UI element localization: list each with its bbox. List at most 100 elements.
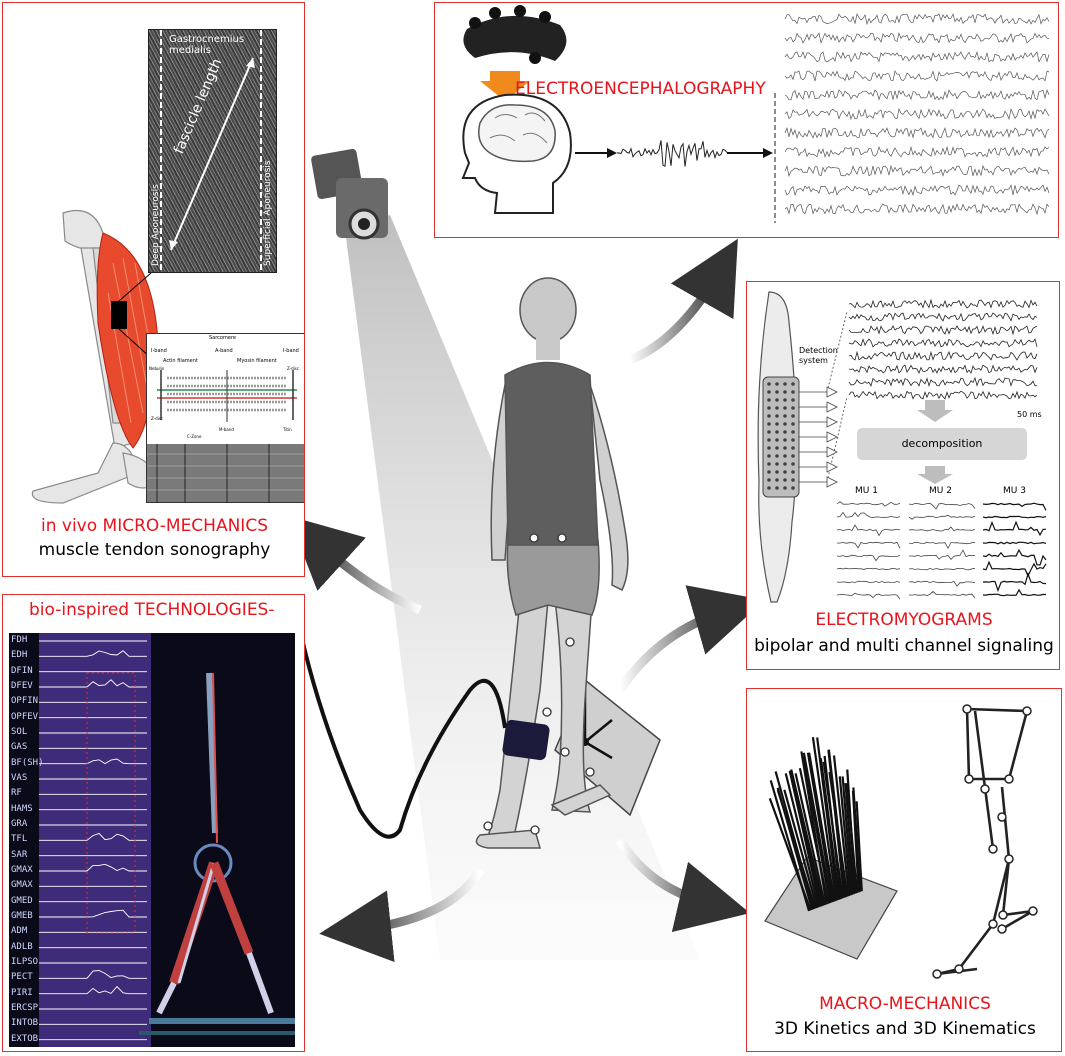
- activation-trace: [39, 970, 147, 979]
- electrode-dot: [791, 382, 795, 386]
- muscle-label: ADLB: [11, 941, 33, 952]
- electrode-dot: [791, 406, 795, 410]
- motor-unit-trace: [982, 502, 1047, 511]
- activation-trace: [39, 832, 147, 841]
- muscle-label: ILPSO: [11, 957, 39, 967]
- motor-unit-trace: [908, 590, 976, 599]
- motor-unit-trace: [982, 548, 1047, 566]
- motor-unit-trace: [836, 501, 901, 507]
- sarcomere-myosin: Myosin filament: [237, 358, 277, 364]
- micro-subtitle: muscle tendon sonography: [38, 540, 271, 560]
- grf-vector: [828, 771, 849, 897]
- motor-unit-trace: [908, 541, 976, 550]
- eeg-channel-trace: [784, 127, 1050, 140]
- motor-unit-trace: [908, 526, 976, 532]
- activation-trace: [39, 909, 147, 918]
- exoskeleton-walker: [139, 672, 295, 1035]
- electrode-dot: [791, 478, 795, 482]
- muscle-label: FDH: [11, 635, 28, 645]
- muscle-label: EDH: [11, 650, 28, 661]
- us-label-superficial: Superficial Aponeurosis: [263, 160, 273, 266]
- electrode-dot: [775, 462, 779, 466]
- emg-raw-trace: [848, 298, 1038, 309]
- grf-force-plate: [764, 856, 898, 960]
- sarcomere-czone: C-Zone: [187, 434, 202, 439]
- panel-micro-mechanics: Gastrocnemius medialis fascicle length D…: [2, 2, 305, 577]
- electrode-dot: [783, 406, 787, 410]
- electrode-dot: [767, 454, 771, 458]
- emg-subtitle: bipolar and multi channel signaling: [754, 636, 1054, 656]
- highlight-region: [86, 672, 136, 934]
- muscle-label: INTOB: [11, 1018, 39, 1029]
- emg-cuff: [502, 719, 550, 761]
- muscle-label: OPFIN: [11, 696, 39, 707]
- muscle-label: GAS: [11, 742, 28, 753]
- motor-unit-trace: [982, 571, 1047, 593]
- eeg-channel-trace: [784, 108, 1050, 121]
- motor-unit-trace: [836, 524, 901, 537]
- muscle-label: OPFEV: [11, 711, 39, 722]
- sarcomere-zdisc-2: Z-disc: [151, 416, 164, 421]
- electrode-dot: [775, 470, 779, 474]
- grf-vector: [832, 755, 851, 897]
- motor-unit-trace: [836, 511, 901, 519]
- motor-unit-trace: [836, 554, 901, 562]
- eeg-headset-icon: [463, 5, 567, 64]
- muscle-label: PECT: [11, 972, 33, 983]
- grf-vector: [822, 761, 844, 899]
- grf-vector: [794, 773, 827, 906]
- emg-scale-label: 50 ms: [1017, 410, 1042, 419]
- grf-vector: [841, 776, 854, 895]
- electrode-dot: [791, 486, 795, 490]
- electrode-dot: [767, 438, 771, 442]
- electrode-dot: [767, 382, 771, 386]
- arrow-to-macro: [616, 837, 751, 932]
- muscle-label: GMEB: [11, 911, 33, 921]
- ultrasound-image: Gastrocnemius medialis fascicle length D…: [148, 29, 277, 273]
- electrode-dot: [783, 486, 787, 490]
- muscle-label: RF: [11, 788, 22, 799]
- motor-unit-trace: [836, 567, 901, 571]
- macro-title: MACRO-MECHANICS: [819, 994, 991, 1014]
- motor-unit-trace: [836, 541, 901, 549]
- motor-unit-trace: [836, 580, 901, 584]
- motor-unit-trace: [908, 567, 976, 571]
- emg-mu2-label: MU 2: [929, 486, 952, 496]
- electrode-dot: [775, 446, 779, 450]
- activation-trace: [39, 758, 147, 765]
- sarcomere-titin: Titin: [283, 427, 292, 432]
- muscle-label: GMAX: [11, 880, 33, 891]
- electrode-dot: [775, 390, 779, 394]
- down-arrow-icon: [480, 71, 530, 101]
- panel-eeg: ELECTROENCEPHALOGRAPHY: [434, 2, 1059, 238]
- electrode-dot: [791, 462, 795, 466]
- electrode-dot: [767, 406, 771, 410]
- electrode-dot: [791, 446, 795, 450]
- sarcomere-zdisc: Z-disc: [287, 366, 300, 371]
- leg-anatomy: [31, 209, 159, 504]
- emg-title: ELECTROMYOGRAMS: [815, 610, 993, 630]
- electrode-dot: [767, 462, 771, 466]
- grf-vector: [808, 752, 836, 902]
- motor-unit-trace: [908, 502, 976, 510]
- electrode-dot: [791, 470, 795, 474]
- grf-vector: [802, 752, 833, 903]
- grf-vector: [798, 767, 830, 905]
- brain-icon: [478, 104, 556, 163]
- sarcomere-mband: M-band: [219, 427, 234, 432]
- eeg-channel-trace: [784, 32, 1050, 44]
- electrode-dot: [767, 478, 771, 482]
- electrode-dot: [767, 430, 771, 434]
- walking-person: [475, 277, 629, 849]
- eeg-illustration: [461, 5, 1050, 223]
- arrow-to-emg: [616, 585, 765, 693]
- sarcomere-aband: A-band: [215, 348, 233, 354]
- emg-cable: [298, 629, 507, 839]
- macro-subtitle: 3D Kinetics and 3D Kinematics: [774, 1019, 1036, 1039]
- eeg-channel-trace: [784, 203, 1050, 216]
- grf-vector: [852, 787, 862, 892]
- probe-location: [111, 301, 127, 329]
- electrode-dot: [791, 390, 795, 394]
- motor-unit-trace: [909, 549, 976, 561]
- muscle-label: DFEV: [11, 681, 33, 691]
